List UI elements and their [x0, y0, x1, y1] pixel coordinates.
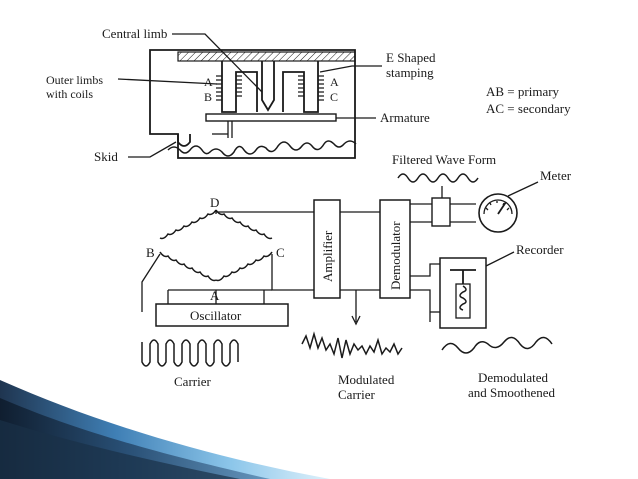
label-carrier: Carrier — [174, 374, 211, 389]
leader-meter — [507, 181, 539, 197]
e-stamping-top — [177, 51, 356, 62]
skid-shape — [177, 134, 191, 147]
label-and-smoothened: and Smoothened — [468, 385, 556, 400]
label-e-shaped: E Shaped — [386, 50, 436, 65]
measurement-circuit: D B C A Oscillator Amplifier Demodulator — [141, 173, 553, 367]
label-stamping: stamping — [386, 65, 434, 80]
modulated-wave — [301, 331, 403, 359]
label-with-coils: with coils — [46, 87, 93, 101]
label-recorder: Recorder — [516, 242, 564, 257]
leader-central-limb — [172, 33, 263, 93]
label-coil-a-left: A — [204, 75, 213, 89]
central-limb — [261, 61, 275, 112]
filter-box — [431, 197, 451, 227]
label-outer-limbs: Outer limbs — [46, 73, 103, 87]
leader-e-shaped — [319, 65, 382, 73]
label-modulated-carrier: Carrier — [338, 387, 375, 402]
label-coil-b-left: B — [204, 90, 212, 104]
demodulator-box — [379, 199, 411, 299]
pickup-frame — [149, 49, 356, 159]
label-modulated: Modulated — [338, 372, 395, 387]
label-ab-primary: AB = primary — [486, 84, 560, 99]
label-bridge-d: D — [210, 195, 219, 210]
bridge-network — [159, 209, 273, 282]
label-coil-c-right: C — [330, 90, 338, 104]
leader-recorder — [485, 251, 515, 267]
carrier-wave — [141, 339, 239, 367]
coil-right — [298, 75, 324, 101]
leader-skid — [128, 141, 177, 158]
label-central-limb: Central limb — [102, 26, 167, 41]
label-bridge-b: B — [146, 245, 155, 260]
leader-outer-limbs — [117, 78, 218, 85]
oscillator-box — [155, 303, 289, 327]
amplifier-box — [313, 199, 341, 299]
label-filtered-wave-form: Filtered Wave Form — [392, 152, 496, 167]
label-demodulator: Demodulator — [388, 221, 403, 290]
pickup-assembly — [117, 33, 382, 159]
e-stamping — [221, 61, 319, 113]
meter-gauge — [478, 193, 518, 233]
coil-left — [216, 75, 242, 101]
label-coil-a-right: A — [330, 75, 339, 89]
label-bridge-a: A — [210, 288, 220, 303]
label-amplifier: Amplifier — [320, 230, 335, 282]
decorative-ribbon — [0, 380, 330, 479]
label-demodulated: Demodulated — [478, 370, 549, 385]
label-armature: Armature — [380, 110, 430, 125]
armature-stem — [227, 121, 233, 138]
label-oscillator: Oscillator — [190, 308, 242, 323]
label-ac-secondary: AC = secondary — [486, 101, 571, 116]
filtered-wave — [397, 173, 479, 183]
label-meter: Meter — [540, 168, 572, 183]
label-skid: Skid — [94, 149, 118, 164]
armature-bar — [205, 113, 337, 122]
demodulated-wave — [441, 336, 553, 354]
surface-profile — [167, 140, 357, 157]
label-bridge-c: C — [276, 245, 285, 260]
